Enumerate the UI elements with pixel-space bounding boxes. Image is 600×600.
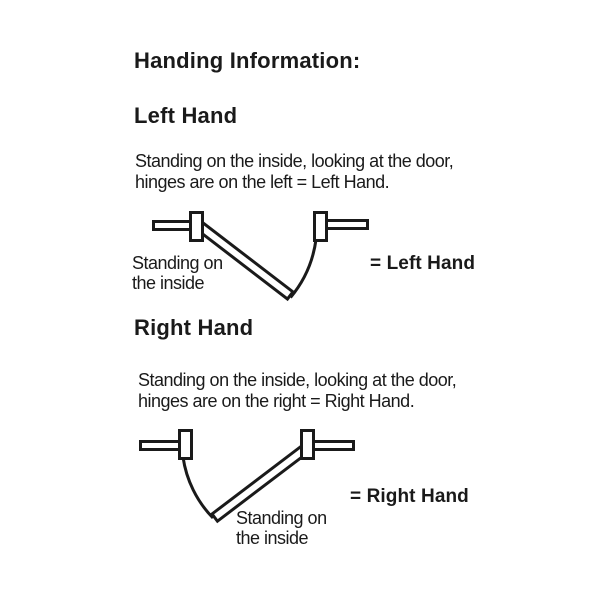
right-hand-hinge-jamb: [300, 429, 315, 460]
page-title: Handing Information:: [134, 48, 361, 73]
left-hand-inside-label-line1: Standing on: [132, 253, 223, 273]
left-hand-description-line1: Standing on the inside, looking at the d…: [135, 151, 454, 171]
right-hand-heading: Right Hand: [134, 315, 254, 340]
right-hand-latch-wall-segment: [139, 440, 182, 451]
right-hand-inside-label-line2: the inside: [236, 528, 309, 548]
right-hand-description: Standing on the inside, looking at the d…: [138, 370, 457, 412]
left-hand-heading: Left Hand: [134, 103, 238, 128]
right-hand-result-label: = Right Hand: [350, 486, 469, 507]
left-hand-door-swing-arc: [289, 239, 318, 299]
left-hand-door-diagram: [152, 211, 369, 302]
left-hand-latch-jamb: [313, 211, 328, 242]
right-hand-door-diagram: [139, 429, 355, 524]
left-hand-latch-wall-segment: [325, 219, 369, 230]
left-hand-description-line2: hinges are on the left = Left Hand.: [135, 172, 390, 192]
right-hand-inside-label-line1: Standing on: [236, 508, 327, 528]
left-hand-hinge-wall-segment: [152, 220, 195, 231]
right-hand-latch-jamb: [178, 429, 193, 460]
right-hand-door-swing-arc: [181, 456, 215, 520]
right-hand-hinge-wall-segment: [312, 440, 355, 451]
right-hand-description-line1: Standing on the inside, looking at the d…: [138, 370, 457, 390]
left-hand-inside-label-line2: the inside: [132, 273, 205, 293]
left-hand-description: Standing on the inside, looking at the d…: [135, 151, 454, 193]
left-hand-hinge-jamb: [189, 211, 204, 242]
left-hand-inside-label: Standing on the inside: [132, 253, 223, 293]
left-hand-result-label: = Left Hand: [370, 253, 476, 274]
right-hand-description-line2: hinges are on the right = Right Hand.: [138, 391, 415, 411]
right-hand-inside-label: Standing on the inside: [236, 508, 327, 548]
